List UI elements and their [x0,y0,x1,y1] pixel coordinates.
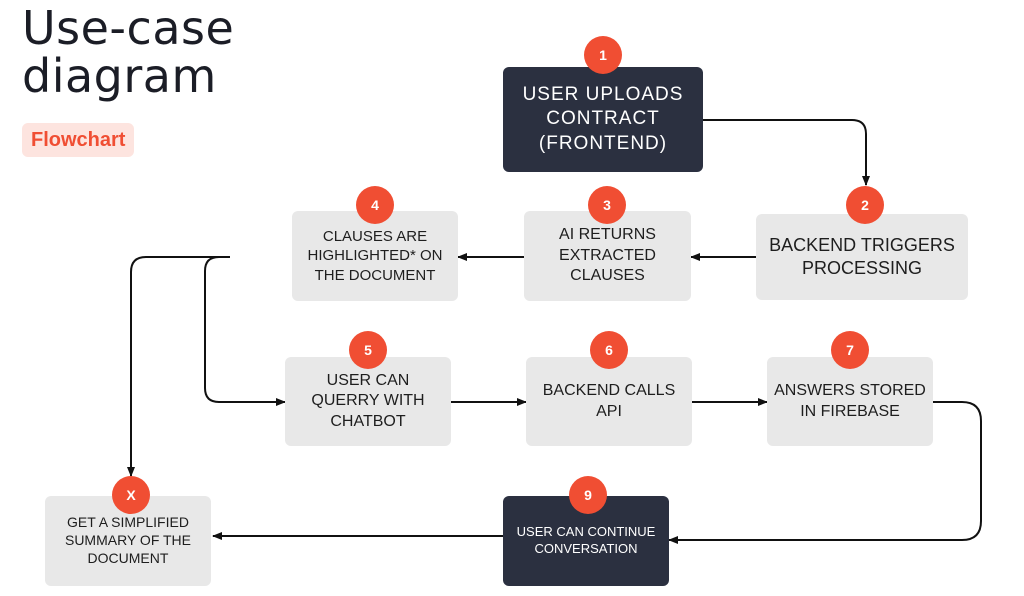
node-7-label: ANSWERS STORED IN FIREBASE [774,382,926,420]
node-2-backend-triggers-processing: BACKEND TRIGGERS PROCESSING [756,214,968,300]
node-x-label: GET A SIMPLIFIED SUMMARY OF THE DOCUMENT [64,514,192,566]
flowchart-tag: Flowchart [22,123,135,157]
node-1-label: USER UPLOADS CONTRACT (FRONTEND) [522,84,684,154]
node-6-label: BACKEND CALLS API [542,382,676,420]
node-1-badge: 1 [584,36,622,74]
node-2-label: BACKEND TRIGGERS PROCESSING [769,234,955,278]
node-3-badge: 3 [588,186,626,224]
arrow-4-to-x [127,256,230,477]
node-9-continue-conversation: USER CAN CONTINUE CONVERSATION [503,496,669,586]
node-4-clauses-highlighted: CLAUSES ARE HIGHLIGHTED* ON THE DOCUMENT [292,211,458,301]
node-5-label: USER CAN QUERRY WITH CHATBOT [311,371,425,430]
node-1-user-uploads-contract: USER UPLOADS CONTRACT (FRONTEND) [503,67,703,172]
node-3-ai-returns-clauses: AI RETURNS EXTRACTED CLAUSES [524,211,691,301]
node-6-badge: 6 [590,331,628,369]
node-4-badge: 4 [356,186,394,224]
node-2-badge: 2 [846,186,884,224]
arrow-1-to-2 [703,119,870,186]
node-5-badge: 5 [349,331,387,369]
page-title: Use-case diagram [22,1,235,103]
node-9-label: USER CAN CONTINUE CONVERSATION [516,524,656,556]
node-6-backend-calls-api: BACKEND CALLS API [526,357,692,446]
node-5-user-query-chatbot: USER CAN QUERRY WITH CHATBOT [285,357,451,446]
node-9-badge: 9 [569,476,607,514]
node-x-badge: X [112,476,150,514]
node-3-label: AI RETURNS EXTRACTED CLAUSES [559,226,656,285]
node-4-label: CLAUSES ARE HIGHLIGHTED* ON THE DOCUMENT [307,228,443,284]
node-7-answers-stored-firebase: ANSWERS STORED IN FIREBASE [767,357,933,446]
arrow-4-to-5 [204,256,286,406]
arrow-7-to-9 [668,401,982,544]
node-7-badge: 7 [831,331,869,369]
